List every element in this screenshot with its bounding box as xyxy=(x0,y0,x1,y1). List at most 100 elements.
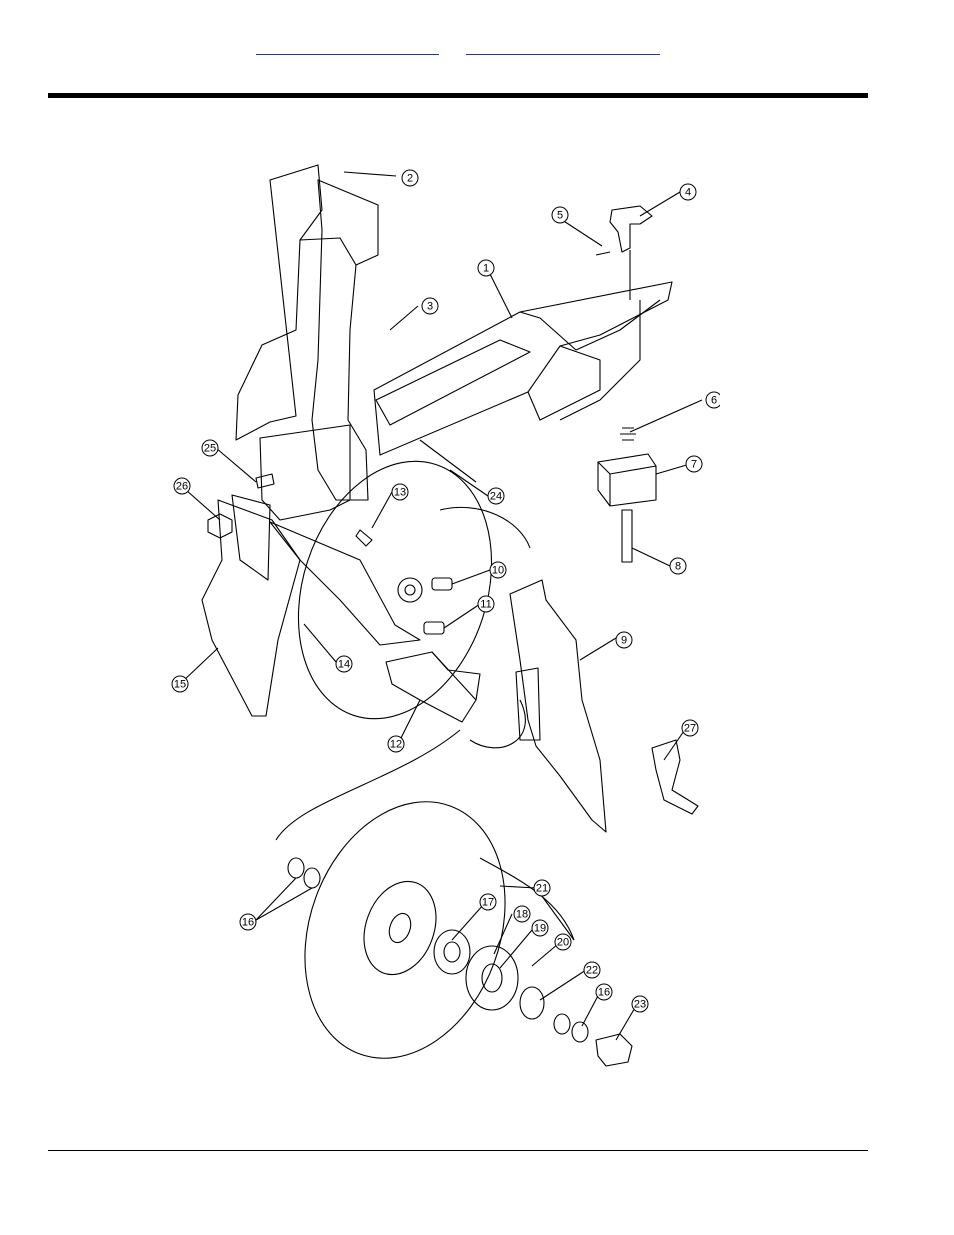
latch xyxy=(609,205,653,253)
callout-label: 7 xyxy=(691,459,697,471)
callout-6: 6 xyxy=(705,391,720,409)
callout-circle xyxy=(513,905,531,923)
mounting-block xyxy=(259,424,351,521)
callout-label: 17 xyxy=(482,897,494,909)
callout-14: 14 xyxy=(335,655,353,673)
callout-label: 15 xyxy=(174,679,186,691)
callout-circle xyxy=(479,893,497,911)
callout-15: 15 xyxy=(171,675,189,693)
callout-label: 24 xyxy=(490,491,502,503)
callout-label: 6 xyxy=(711,395,717,407)
callout-label: 12 xyxy=(390,739,402,751)
callout-circle xyxy=(551,206,569,224)
callout-25: 25 xyxy=(201,439,219,457)
callout-circle xyxy=(631,995,649,1013)
callout-label: 5 xyxy=(557,210,563,222)
callout-label: 19 xyxy=(534,923,546,935)
callout-5: 5 xyxy=(551,206,569,224)
callout-17: 17 xyxy=(479,893,497,911)
callout-circle xyxy=(533,879,551,897)
hub-bolt xyxy=(595,1033,633,1067)
callout-4: 4 xyxy=(679,183,697,201)
seed-shank xyxy=(509,579,607,833)
callout-circle xyxy=(387,735,405,753)
callout-label: 13 xyxy=(394,487,406,499)
header-link-2[interactable] xyxy=(466,40,660,55)
callout-label: 22 xyxy=(586,965,598,977)
callout-23: 23 xyxy=(631,995,649,1013)
callout-7: 7 xyxy=(685,455,703,473)
callout-label: 10 xyxy=(492,565,504,577)
callout-circle xyxy=(391,483,409,501)
callout-18: 18 xyxy=(513,905,531,923)
callout-label: 21 xyxy=(536,883,548,895)
callout-label: 27 xyxy=(684,723,696,735)
callout-1: 1 xyxy=(477,259,495,277)
callout-2: 2 xyxy=(401,169,419,187)
callout-label: 4 xyxy=(685,187,691,199)
callout-circle xyxy=(335,655,353,673)
callout-16: 16 xyxy=(595,983,613,1001)
callout-circle xyxy=(477,595,495,613)
callout-10: 10 xyxy=(489,561,507,579)
callout-label: 16 xyxy=(242,917,254,929)
callout-label: 9 xyxy=(621,635,627,647)
callout-label: 20 xyxy=(557,937,569,949)
callout-circle xyxy=(401,169,419,187)
callout-circle xyxy=(615,631,633,649)
callout-label: 18 xyxy=(516,909,528,921)
callout-19: 19 xyxy=(531,919,549,937)
callout-group: 1234567891011121314151616171819202122232… xyxy=(171,169,720,1013)
callout-label: 1 xyxy=(483,263,489,275)
header-link-1[interactable] xyxy=(256,40,439,55)
callout-label: 2 xyxy=(407,173,413,185)
header-rule xyxy=(48,93,868,98)
callout-circle xyxy=(669,557,687,575)
callout-20: 20 xyxy=(554,933,572,951)
callout-11: 11 xyxy=(477,595,495,613)
callout-circle xyxy=(171,675,189,693)
callout-circle xyxy=(531,919,549,937)
callout-16: 16 xyxy=(239,913,257,931)
spring-block xyxy=(597,453,657,507)
callout-circle xyxy=(421,297,439,315)
callout-22: 22 xyxy=(583,961,601,979)
callout-label: 26 xyxy=(176,481,188,493)
callout-label: 25 xyxy=(204,443,216,455)
callout-label: 3 xyxy=(427,301,433,313)
callout-circle xyxy=(239,913,257,931)
callout-label: 23 xyxy=(634,999,646,1011)
callout-circle xyxy=(477,259,495,277)
callout-circle xyxy=(489,561,507,579)
callout-21: 21 xyxy=(533,879,551,897)
callout-26: 26 xyxy=(173,477,191,495)
depth-bracket xyxy=(385,651,477,723)
callout-label: 14 xyxy=(338,659,350,671)
callout-circle xyxy=(554,933,572,951)
callout-8: 8 xyxy=(669,557,687,575)
callout-13: 13 xyxy=(391,483,409,501)
callout-circle xyxy=(583,961,601,979)
opener-disc xyxy=(304,801,506,1059)
callout-circle xyxy=(679,183,697,201)
callout-circle xyxy=(705,391,720,409)
callout-circle xyxy=(595,983,613,1001)
callout-label: 16 xyxy=(598,987,610,999)
footer-rule xyxy=(48,1150,868,1151)
callout-circle xyxy=(487,487,505,505)
exploded-parts-diagram: 1234567891011121314151616171819202122232… xyxy=(171,164,720,1067)
callout-label: 8 xyxy=(675,561,681,573)
frame-beam xyxy=(373,281,673,456)
callout-circle xyxy=(201,439,219,457)
callout-circle xyxy=(173,477,191,495)
callout-27: 27 xyxy=(681,719,699,737)
mount-plate-left xyxy=(235,164,323,441)
callout-24: 24 xyxy=(487,487,505,505)
callout-12: 12 xyxy=(387,735,405,753)
callout-3: 3 xyxy=(421,297,439,315)
callout-9: 9 xyxy=(615,631,633,649)
callout-circle xyxy=(681,719,699,737)
callout-circle xyxy=(685,455,703,473)
mount-plate-right xyxy=(311,179,379,501)
callout-label: 11 xyxy=(480,599,491,611)
